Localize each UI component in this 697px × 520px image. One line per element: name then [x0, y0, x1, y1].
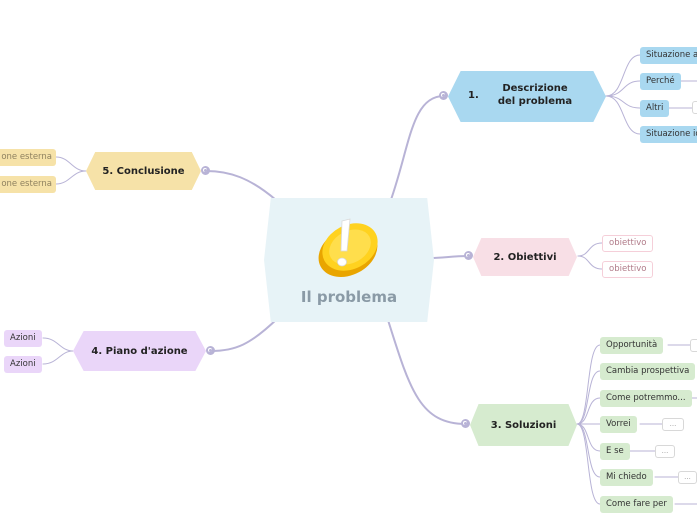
connector-piano — [210, 317, 279, 352]
topic-conclusione[interactable]: 5. Conclusione — [86, 152, 201, 190]
descrizione-sub-stub[interactable] — [692, 101, 697, 114]
exclamation-icon — [314, 213, 382, 279]
soluzioni-item[interactable]: E se — [600, 443, 630, 460]
collapse-dot-descrizione[interactable] — [439, 91, 448, 100]
conclusione-item[interactable]: one esterna — [0, 149, 56, 166]
topic-descrizione[interactable]: 1. Descrizione del problema — [448, 71, 606, 122]
topic-piano[interactable]: 4. Piano d'azione — [73, 331, 206, 371]
central-topic[interactable]: Il problema — [264, 198, 434, 322]
collapse-dot-piano[interactable] — [206, 346, 215, 355]
soluzioni-sub-stub[interactable] — [690, 339, 697, 352]
conclusione-item[interactable]: one esterna — [0, 176, 56, 193]
topic-soluzioni[interactable]: 3. Soluzioni — [470, 404, 577, 446]
soluzioni-item[interactable]: Opportunità — [600, 337, 664, 354]
obiettivi-item[interactable]: obiettivo — [602, 261, 654, 278]
soluzioni-sub-stub[interactable]: ... — [678, 471, 697, 484]
collapse-dot-conclusione[interactable] — [201, 166, 210, 175]
descrizione-item[interactable]: Perché — [640, 73, 681, 90]
central-title: Il problema — [300, 288, 398, 306]
topic-obiettivi[interactable]: 2. Obiettivi — [473, 238, 577, 276]
soluzioni-sub-stub[interactable]: ... — [655, 445, 675, 458]
connector-conclusione — [205, 170, 277, 201]
soluzioni-item[interactable]: Vorrei — [600, 416, 637, 433]
topic-descrizione-label: Descrizione del problema — [497, 83, 573, 107]
connector-descrizione — [387, 95, 445, 209]
topic-descrizione-number: 1. — [468, 90, 479, 101]
descrizione-item[interactable]: Situazione a — [640, 47, 697, 64]
collapse-dot-soluzioni[interactable] — [461, 419, 470, 428]
descrizione-item[interactable]: Situazione id — [640, 126, 697, 143]
descrizione-item[interactable]: Altri — [640, 100, 670, 117]
soluzioni-item[interactable]: Come fare per — [600, 496, 673, 513]
obiettivi-item[interactable]: obiettivo — [602, 235, 654, 252]
soluzioni-item[interactable]: Mi chiedo — [600, 469, 653, 486]
piano-item[interactable]: Azioni — [4, 330, 42, 347]
soluzioni-item[interactable]: Cambia prospettiva — [600, 363, 696, 380]
connector-soluzioni — [387, 319, 467, 425]
soluzioni-item[interactable]: Come potremmo... — [600, 390, 692, 407]
soluzioni-sub-stub[interactable]: ... — [662, 418, 684, 431]
piano-item[interactable]: Azioni — [4, 356, 42, 373]
collapse-dot-obiettivi[interactable] — [464, 251, 473, 260]
